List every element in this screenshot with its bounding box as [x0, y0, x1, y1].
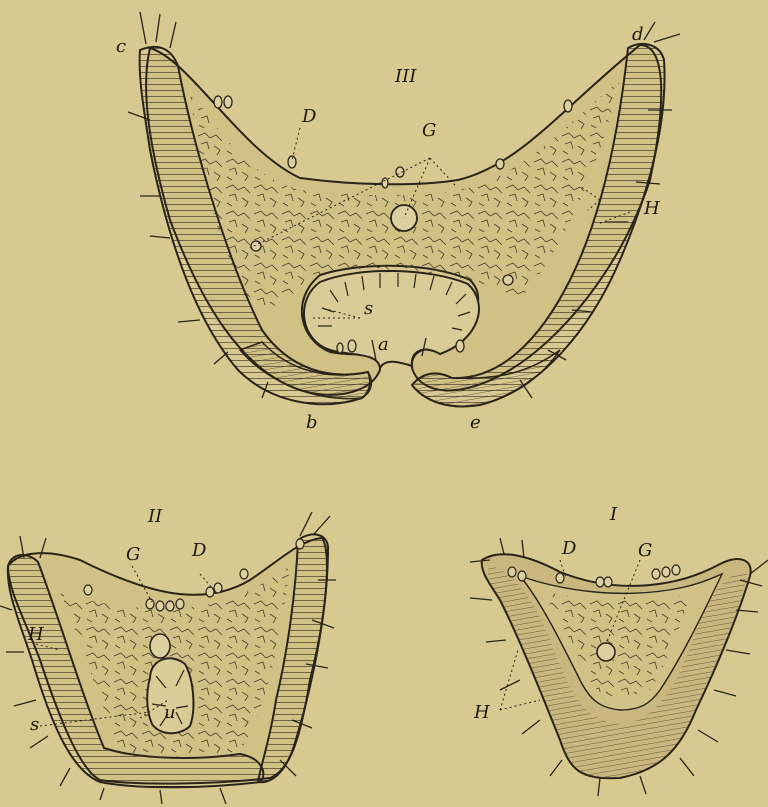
figure-i-numeral: I — [609, 504, 618, 525]
figure-i: I D G H — [470, 504, 768, 796]
figure-i-nucleus — [597, 643, 615, 661]
figure-i-label-H: H — [473, 702, 490, 723]
figure-iii-label-s: s — [364, 298, 373, 319]
figure-ii-label-s: s — [30, 714, 39, 735]
figure-i-label-G: G — [638, 540, 652, 561]
figure-ii-nucleus — [150, 634, 170, 658]
figure-ii-label-H: H — [27, 624, 44, 645]
figure-iii-label-c: c — [116, 36, 126, 57]
figure-iii-label-d: d — [632, 24, 644, 45]
figure-ii: II G D H u s — [0, 506, 336, 804]
figure-ii-label-D: D — [191, 540, 207, 561]
figure-ii-numeral: II — [147, 506, 163, 527]
figure-iii-numeral: III — [394, 66, 417, 87]
figure-iii-label-D: D — [301, 106, 317, 127]
figure-iii-label-a: a — [378, 334, 389, 355]
figure-ii-label-G: G — [126, 544, 140, 565]
figure-iii-label-b: b — [306, 412, 318, 433]
figure-iii-label-e: e — [470, 412, 481, 433]
figure-i-label-D: D — [561, 538, 577, 559]
figure-iii-label-H: H — [643, 198, 660, 219]
figure-iii-label-G: G — [422, 120, 436, 141]
figure-iii: III c d D G H s a b e — [116, 12, 680, 433]
figure-ii-label-u: u — [164, 702, 176, 723]
